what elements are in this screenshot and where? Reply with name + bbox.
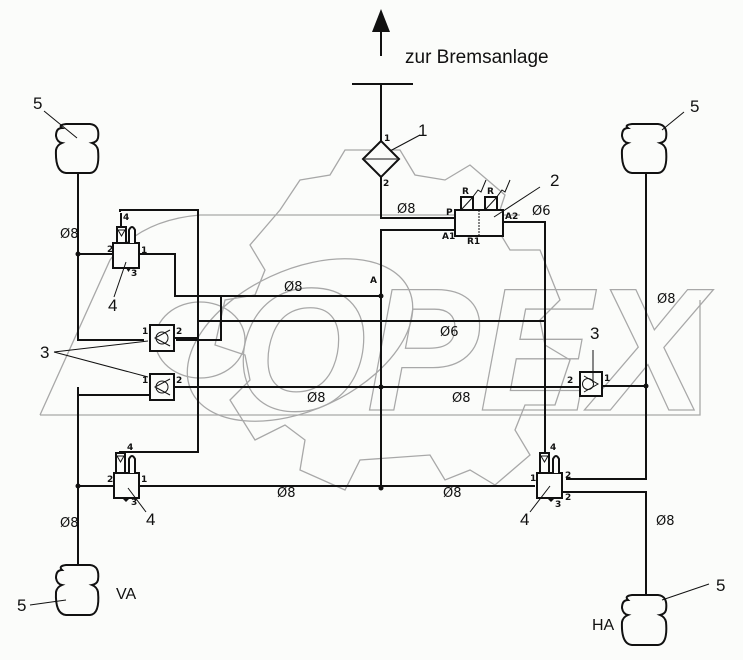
svg-text:1: 1 [142,327,148,337]
arrow-up-icon [372,9,390,32]
svg-text:2: 2 [176,376,182,386]
callout-leader [493,186,541,218]
pipe-label: Ø8 [656,514,675,529]
svg-text:1: 1 [384,134,390,144]
callout-4-bottom-left: 4 [146,510,155,529]
svg-text:2: 2 [567,376,573,386]
level-valve-component-4-bottom-left: 4 2 1 3 [107,443,147,508]
callout-5-bottom-right: 5 [716,576,725,595]
svg-text:1: 1 [142,376,148,386]
watermark-text: OPEX [235,253,714,448]
svg-text:R: R [487,187,494,197]
svg-text:R1: R1 [467,237,480,247]
solenoid-valve-component-2: R R P A1 A2 R1 [442,179,518,247]
callout-3: 3 [40,343,49,362]
air-spring-rear-right-top [620,123,668,174]
pipe-filter-valve [380,177,455,219]
svg-text:A1: A1 [442,232,455,242]
svg-text:4: 4 [550,443,556,453]
callout-4: 4 [108,296,117,315]
pipe-label: Ø8 [284,280,303,295]
svg-text:1: 1 [141,246,147,256]
svg-text:A2: A2 [505,212,518,222]
pipe-left-top [77,173,144,341]
axle-rear-label: HA [592,617,615,634]
callout-1: 1 [418,121,427,140]
air-spring-rear-right-bottom [620,594,668,646]
watermark: OPEX [39,149,715,491]
pipe-label: Ø8 [277,486,296,501]
svg-text:1: 1 [604,374,610,384]
pipe-label: Ø6 [532,204,551,219]
svg-text:2: 2 [565,471,571,481]
axle-front-label: VA [116,586,136,603]
svg-text:1: 1 [530,474,536,484]
pipe-right-upper [566,173,647,480]
svg-text:2: 2 [565,493,571,503]
svg-text:2: 2 [176,327,182,337]
svg-text:4: 4 [127,443,133,453]
svg-text:3: 3 [131,498,137,508]
pipe-label: Ø8 [60,227,79,242]
pipe-a1 [380,229,455,488]
svg-text:3: 3 [131,269,137,279]
pipe-a2 [503,221,546,455]
callout-leader [389,134,421,152]
svg-text:4: 4 [123,213,129,223]
svg-text:1: 1 [141,475,147,485]
air-spring-front-left-bottom [54,564,100,616]
callout-3-right: 3 [590,324,599,343]
callout-2: 2 [550,171,559,190]
pipe-label: Ø8 [60,516,79,531]
node-a-label: A [370,276,377,286]
check-valve-component-3-lower: 1 2 [142,373,182,401]
pipe-label: Ø8 [443,486,462,501]
svg-text:P: P [446,208,453,218]
svg-text:2: 2 [107,475,113,485]
pipe-label: Ø8 [397,202,416,217]
pipe-label: Ø8 [307,391,326,406]
pipe-right-lower [562,491,647,597]
solenoid-icon [495,179,511,199]
outlet-label: zur Bremsanlage [405,47,549,68]
pipe-label: Ø8 [452,391,471,406]
svg-text:2: 2 [107,245,113,255]
solenoid-icon [471,179,487,199]
callout-4-bottom-right: 4 [520,510,529,529]
pipe-label: Ø8 [657,292,676,307]
callout-5-right-top: 5 [690,97,699,116]
air-spring-front-left-top [54,123,100,174]
callout-5: 5 [33,94,42,113]
level-valve-component-4-bottom-right: 4 1 2 2 3 [530,443,571,510]
svg-text:2: 2 [383,179,389,189]
callout-5-bottom-left: 5 [17,596,26,615]
pipe-label: Ø6 [440,325,459,340]
outlet-arrow [372,9,390,56]
svg-text:R: R [462,187,469,197]
svg-text:3: 3 [555,500,561,510]
level-valve-component-4-top: 4 2 1 3 [107,213,147,279]
check-valve-component-3-right: 2 1 [567,371,610,397]
